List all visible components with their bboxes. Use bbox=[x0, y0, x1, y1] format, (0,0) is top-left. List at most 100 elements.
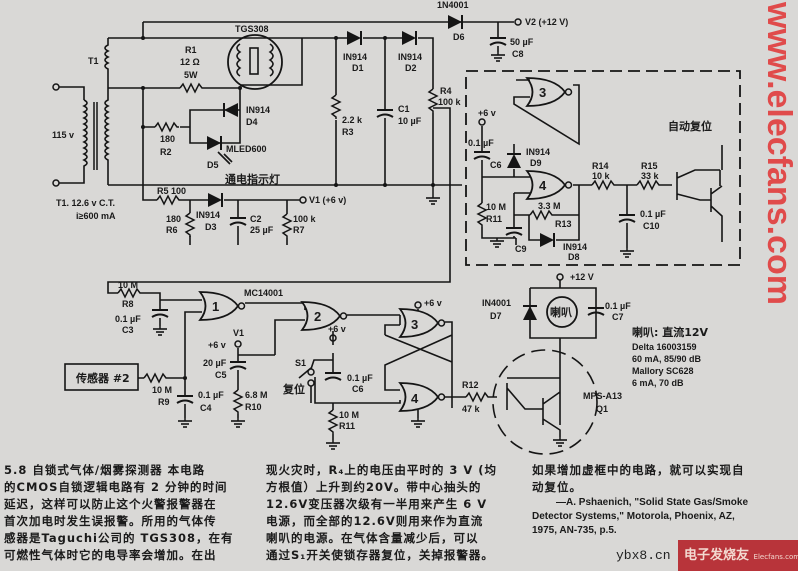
r6-value: 180 bbox=[166, 214, 181, 224]
gate-4-lower-label: 4 bbox=[411, 391, 419, 406]
gate-1-label: 1 bbox=[212, 299, 219, 314]
c10-value: 0.1 µF bbox=[640, 209, 666, 219]
horn-spec-4: 6 mA, 70 dB bbox=[632, 378, 684, 388]
d7-label: D7 bbox=[490, 311, 502, 321]
c7-label: C7 bbox=[612, 312, 624, 322]
reference-line: Detector Systems," Motorola, Phoenix, AZ… bbox=[532, 511, 735, 522]
darlington-transistor-box bbox=[676, 145, 723, 242]
gate-2-label: 2 bbox=[314, 309, 321, 324]
text-line: 电源，而全部的12.6V则用来作为直流 bbox=[266, 514, 484, 528]
r1-label: R1 bbox=[185, 45, 197, 55]
r12-label: R12 bbox=[462, 380, 479, 390]
r3-value: 2.2 k bbox=[342, 115, 363, 125]
box-plus6-label: +6 v bbox=[478, 108, 496, 118]
ground-icon bbox=[325, 439, 341, 450]
capacitor-c5 bbox=[229, 361, 247, 370]
logo-small-text: Elecfans.com bbox=[753, 553, 798, 561]
input-voltage-label: 115 v bbox=[52, 130, 74, 140]
diode-d4 bbox=[223, 102, 239, 118]
c1-value: 10 µF bbox=[398, 116, 422, 126]
resistor-r13 bbox=[529, 210, 555, 220]
d9-label: D9 bbox=[530, 158, 542, 168]
r4-value: 100 k bbox=[438, 97, 462, 107]
resistor-r6 bbox=[185, 212, 195, 238]
v1-lower-label: V1 bbox=[233, 328, 244, 338]
nor-gate-4-box bbox=[526, 170, 573, 200]
r14-value: 10 k bbox=[592, 171, 611, 181]
r15-value: 33 k bbox=[641, 171, 660, 181]
potentiometer-r4 bbox=[428, 88, 438, 114]
c7-value: 0.1 µF bbox=[605, 301, 631, 311]
r7-label: R7 bbox=[293, 225, 305, 235]
c4-value: 0.1 µF bbox=[198, 390, 224, 400]
text-line: 如果增加虚框中的电路，就可以实现自 bbox=[532, 463, 745, 477]
box-r11-value: 10 M bbox=[486, 202, 506, 212]
input-terminal bbox=[52, 83, 60, 91]
box-c6-label: C6 bbox=[490, 160, 502, 170]
description-column-1: 5.8 自锁式气体/烟雾探测器 本电路 的CMOS自锁逻辑电路有 2 分钟的时间… bbox=[4, 462, 262, 564]
ground-icon bbox=[425, 194, 441, 205]
resistor-r14 bbox=[591, 180, 617, 190]
logo-text: 电子发烧友 bbox=[684, 548, 750, 563]
r9-value: 10 M bbox=[152, 385, 172, 395]
q1-darlington-outline bbox=[492, 349, 598, 455]
r6-label: R6 bbox=[166, 225, 178, 235]
horn-spec-1: Delta 16003159 bbox=[632, 342, 697, 352]
gas-sensor-tgs308: TGS308 bbox=[227, 24, 283, 90]
watermark-site: www.elecfans.com bbox=[760, 2, 798, 305]
capacitor-c6 bbox=[324, 372, 342, 381]
c5-label: C5 bbox=[215, 370, 227, 380]
r1-wattage: 5W bbox=[184, 70, 198, 80]
d5-type: MLED600 bbox=[226, 144, 267, 154]
text-line: 现火灾时，R₄上的电压由平时的 3 V (均 bbox=[266, 463, 498, 477]
r9-label: R9 bbox=[158, 397, 170, 407]
d3-label: D3 bbox=[205, 222, 217, 232]
capacitor-c1 bbox=[376, 109, 394, 118]
resistor-r8 bbox=[117, 288, 143, 298]
ground-icon bbox=[489, 237, 505, 248]
text-line: 的CMOS自锁逻辑电路有 2 分钟的时间 bbox=[4, 480, 228, 494]
gate-3-lower-label: 3 bbox=[411, 317, 418, 332]
text-line: 动复位。 bbox=[532, 480, 582, 494]
r3-label: R3 bbox=[342, 127, 354, 137]
resistor-r5 bbox=[156, 195, 182, 205]
r14-label: R14 bbox=[592, 161, 609, 171]
text-line: 首次加电时发生误报警。所用的气体传 bbox=[4, 514, 217, 528]
v1-label: V1 (+6 v) bbox=[309, 195, 346, 205]
nor-gate-3 bbox=[399, 308, 446, 338]
q1-label: Q1 bbox=[596, 404, 608, 414]
horn-spec-title: 喇叭: 直流12V bbox=[632, 325, 709, 339]
circuit-schematic: T1 115 v T1. 12.6 v C.T. i≥600 mA TGS308… bbox=[52, 0, 741, 455]
transformer-t1: T1 115 v T1. 12.6 v C.T. i≥600 mA bbox=[52, 38, 116, 221]
gate-4-label: 4 bbox=[539, 178, 547, 193]
led-d5 bbox=[206, 135, 222, 151]
d9-type: IN914 bbox=[526, 147, 550, 157]
capacitor-c6-box bbox=[473, 151, 491, 160]
s1-plus6-label: +6 v bbox=[328, 324, 346, 334]
diode-d9 bbox=[506, 153, 522, 169]
d4-type: IN914 bbox=[246, 105, 270, 115]
resistor-r1 bbox=[179, 83, 205, 93]
sensor-2-box bbox=[64, 363, 139, 391]
r10-value: 6.8 M bbox=[245, 390, 268, 400]
resistor-r2 bbox=[154, 122, 180, 132]
diode-d8 bbox=[539, 232, 555, 248]
r7-value: 100 k bbox=[293, 214, 317, 224]
text-line: 可燃性气体时它的电导率会增加。在出 bbox=[4, 548, 217, 562]
diode-d2 bbox=[401, 30, 417, 46]
r5-label: R5 100 bbox=[157, 186, 186, 196]
box-r11-label: R11 bbox=[486, 214, 502, 224]
auto-reset-label: 自动复位 bbox=[668, 119, 712, 133]
plus6-terminal bbox=[478, 118, 486, 126]
t1-spec-label: T1. 12.6 v C.T. bbox=[56, 198, 115, 208]
capacitor-c4 bbox=[176, 395, 194, 404]
d8-type: IN914 bbox=[563, 242, 587, 252]
horn-spec-2: 60 mA, 85/90 dB bbox=[632, 354, 702, 364]
capacitor-c10 bbox=[618, 214, 636, 223]
box-c6-value: 0.1 µF bbox=[468, 138, 494, 148]
reset-switch-s1[interactable] bbox=[298, 359, 333, 387]
d2-label: D2 bbox=[405, 63, 417, 73]
text-line: 5.8 自锁式气体/烟雾探测器 本电路 bbox=[4, 463, 206, 477]
resistor-r15 bbox=[636, 180, 662, 190]
watermark-logo: 电子发烧友 Elecfans.com bbox=[678, 540, 798, 571]
